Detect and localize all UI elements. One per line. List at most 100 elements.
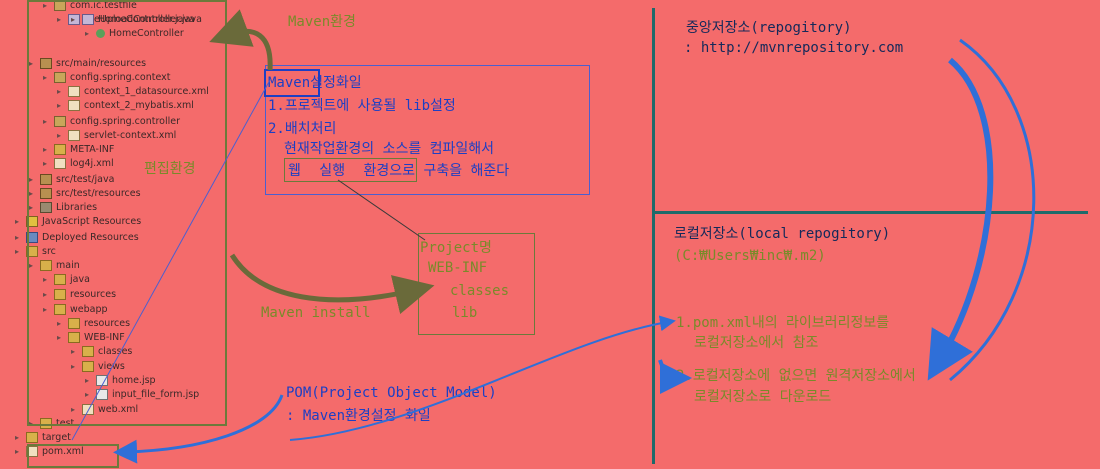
tree-item[interactable]: ▸ main <box>29 259 80 273</box>
tree-item-label: servlet-context.xml <box>84 130 177 141</box>
expand-toggle-icon[interactable]: ▸ <box>43 73 48 82</box>
expand-toggle-icon[interactable]: ▸ <box>43 290 48 299</box>
expand-toggle-icon[interactable]: ▸ <box>57 101 62 110</box>
folder-icon <box>26 432 38 443</box>
package-icon <box>54 72 66 83</box>
tree-item-label: config.spring.controller <box>70 116 181 127</box>
central-repo-url: : http://mvnrepository.com <box>684 40 904 56</box>
expand-toggle-icon[interactable]: ▸ <box>85 29 90 38</box>
tree-item[interactable]: ▸ servlet-context.xml <box>57 129 177 143</box>
pom-to-local-arrow <box>289 315 676 441</box>
expand-toggle-icon[interactable]: ▸ <box>29 189 34 198</box>
maven-install-label: Maven install <box>261 305 371 321</box>
tree-item[interactable]: ▸ config.spring.controller <box>43 115 181 129</box>
folder-icon <box>82 361 94 372</box>
expand-toggle-icon[interactable]: ▸ <box>43 275 48 284</box>
tree-item[interactable]: ▸META-INF <box>43 143 114 157</box>
expand-toggle-icon[interactable]: ▸ <box>71 347 76 356</box>
step-2-line-b: 로컬저장소로 다운로드 <box>694 389 832 405</box>
edit-env-label: 편집환경 <box>144 161 196 177</box>
expand-toggle-icon[interactable]: ▸ <box>85 390 90 399</box>
expand-toggle-icon[interactable]: ▸ <box>15 447 20 456</box>
expand-toggle-icon[interactable]: ▸ <box>29 419 34 428</box>
tree-item[interactable]: ▸FileUploadController.java <box>57 13 202 27</box>
tree-item-label: test <box>56 418 75 429</box>
tree-item[interactable]: ▸views <box>71 360 125 374</box>
tree-item[interactable]: ▸java <box>43 273 90 287</box>
javascript-icon <box>26 216 38 227</box>
tree-item[interactable]: ▸ context_1_datasource.xml <box>57 85 209 99</box>
expand-toggle-icon[interactable]: ▸ <box>57 333 62 342</box>
tree-item-label: src <box>42 246 56 257</box>
expand-toggle-icon[interactable]: ▸ <box>43 145 48 154</box>
expand-toggle-icon[interactable]: ▸ <box>71 15 76 24</box>
folder-icon <box>54 274 66 285</box>
config-line-1: 1.프로젝트에 사용될 lib설정 <box>268 98 456 114</box>
source-folder-icon <box>40 58 52 69</box>
xml-file-icon <box>26 446 38 457</box>
editing-environment-box <box>27 0 227 426</box>
expand-toggle-icon[interactable]: ▸ <box>43 117 48 126</box>
tree-item[interactable]: ▸web.xml <box>71 403 138 417</box>
tree-item[interactable]: ▸resources <box>57 317 130 331</box>
web-runtime-connector <box>337 179 426 241</box>
expand-toggle-icon[interactable]: ▸ <box>15 217 20 226</box>
tree-item[interactable]: ▸resources <box>43 288 116 302</box>
tree-item[interactable]: ▸log4j.xml <box>43 157 114 171</box>
config-title-maven: Maven <box>268 75 311 91</box>
maven-config-box <box>265 65 590 195</box>
expand-toggle-icon[interactable]: ▸ <box>85 376 90 385</box>
tree-item-label: JavaScript Resources <box>42 216 142 227</box>
classes-label: classes <box>450 283 510 299</box>
tree-item[interactable]: ▸ target <box>15 431 71 445</box>
expand-toggle-icon[interactable]: ▸ <box>57 87 62 96</box>
horizontal-divider-line <box>652 211 1088 214</box>
expand-toggle-icon[interactable]: ▸ <box>29 175 34 184</box>
tree-item[interactable]: ▸pom.xml <box>15 445 84 459</box>
tree-item-label: main <box>56 260 80 271</box>
expand-toggle-icon[interactable]: ▸ <box>15 247 20 256</box>
tree-item-label: target <box>42 432 71 443</box>
tree-item[interactable]: ▸ test <box>29 417 75 431</box>
config-line-2: 2.배치처리 <box>268 121 337 137</box>
pom-desc-label: : Maven환경설정 화일 <box>286 408 431 424</box>
tree-item[interactable]: ▸HomeController <box>85 27 184 41</box>
expand-toggle-icon[interactable]: ▸ <box>57 131 62 140</box>
tree-item[interactable]: ▸ WEB-INF <box>57 331 125 345</box>
tree-item-label: WEB-INF <box>84 332 125 343</box>
tree-item[interactable]: ▸ HomeController.java <box>71 13 195 27</box>
expand-toggle-icon[interactable]: ▸ <box>43 305 48 314</box>
local-repo-title: 로컬저장소(local repogitory) <box>674 226 891 242</box>
expand-toggle-icon[interactable]: ▸ <box>57 15 62 24</box>
tree-item-label: context_1_datasource.xml <box>84 86 209 97</box>
expand-toggle-icon[interactable]: ▸ <box>15 233 20 242</box>
expand-toggle-icon[interactable]: ▸ <box>15 433 20 442</box>
expand-toggle-icon[interactable]: ▸ <box>29 59 34 68</box>
config-title: Maven설정화일 <box>268 72 362 92</box>
tree-item[interactable]: ▸classes <box>71 345 132 359</box>
tree-item[interactable]: ▸ JavaScript Resources <box>15 215 142 229</box>
maven-install-arrow <box>229 253 435 315</box>
tree-item[interactable]: ▸ webapp <box>43 303 108 317</box>
tree-item-label: HomeController.java <box>98 14 195 25</box>
expand-toggle-icon[interactable]: ▸ <box>29 203 34 212</box>
source-folder-icon <box>40 188 52 199</box>
tree-item-label: src/test/resources <box>56 188 141 199</box>
tree-item[interactable]: ▸ src/test/resources <box>29 187 141 201</box>
tree-item[interactable]: ▸ src <box>15 245 56 259</box>
tree-item[interactable]: ▸Libraries <box>29 201 97 215</box>
tree-item[interactable]: ▸Deployed Resources <box>15 231 139 245</box>
tree-item[interactable]: ▸src/main/resources <box>29 57 146 71</box>
project-name-label: Project명 <box>420 240 492 256</box>
expand-toggle-icon[interactable]: ▸ <box>71 405 76 414</box>
tree-item[interactable]: ▸src/test/java <box>29 173 114 187</box>
expand-toggle-icon[interactable]: ▸ <box>57 319 62 328</box>
central-repo-title: 중앙저장소(repogitory) <box>686 20 852 36</box>
tree-item-label: webapp <box>70 304 108 315</box>
tree-item[interactable]: ▸context_2_mybatis.xml <box>57 99 194 113</box>
expand-toggle-icon[interactable]: ▸ <box>43 1 48 10</box>
expand-toggle-icon[interactable]: ▸ <box>29 261 34 270</box>
tree-item[interactable]: ▸config.spring.context <box>43 71 171 85</box>
expand-toggle-icon[interactable]: ▸ <box>43 159 48 168</box>
expand-toggle-icon[interactable]: ▸ <box>71 362 76 371</box>
